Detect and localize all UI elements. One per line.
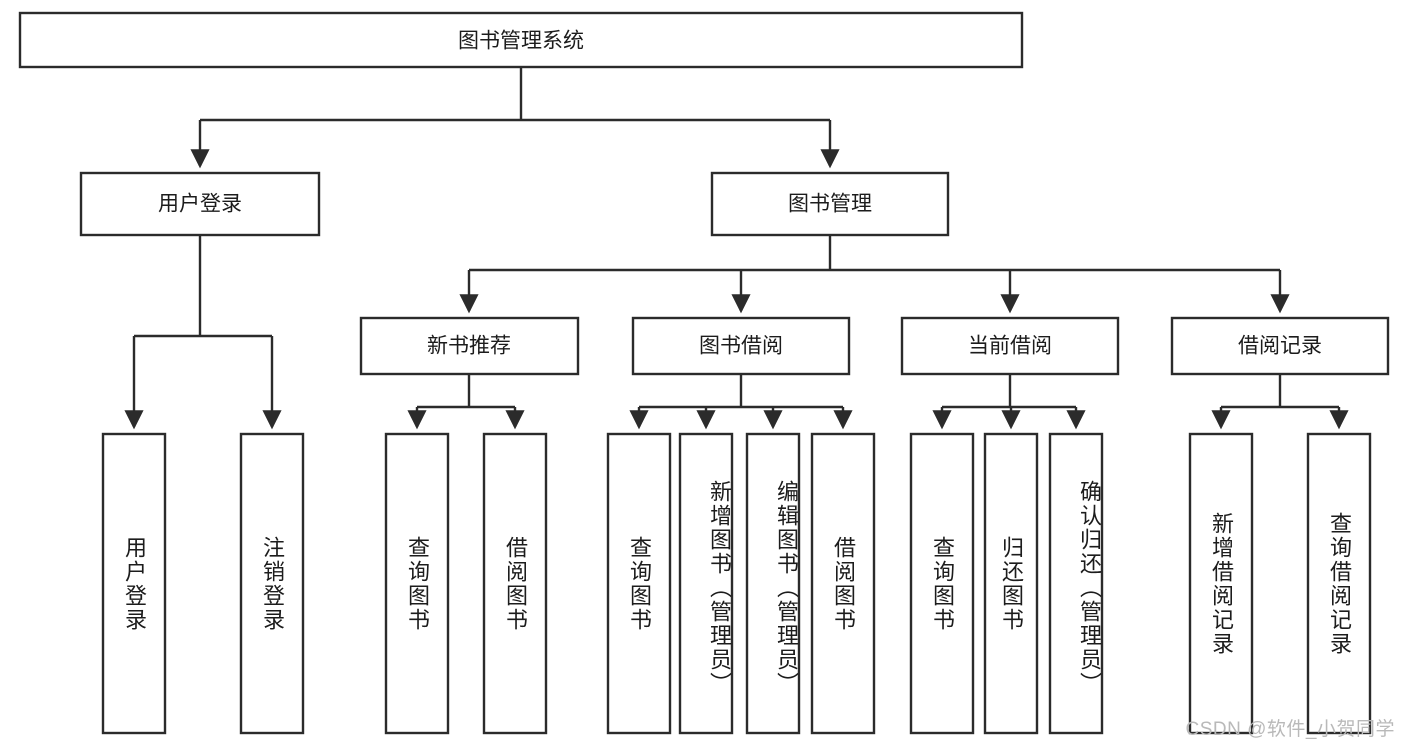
leaf-box-query-book-1[interactable] <box>384 432 450 735</box>
leaf-box-query-book-3[interactable] <box>909 432 975 735</box>
leaf-box-add-book[interactable] <box>678 432 734 735</box>
node-new-book-recommend-label: 新书推荐 <box>427 335 511 358</box>
leaf-box-user-login[interactable] <box>101 432 167 735</box>
leaf-box-confirm-return[interactable] <box>1048 432 1104 735</box>
node-user-login[interactable]: 用户登录 <box>79 171 321 237</box>
node-book-borrow-label: 图书借阅 <box>699 335 783 358</box>
leaf-box-query-book-2[interactable] <box>606 432 672 735</box>
leaf-box-add-record[interactable] <box>1188 432 1254 735</box>
node-current-borrow-box[interactable] <box>900 316 1120 376</box>
leaf-box-return-book[interactable] <box>983 432 1039 735</box>
node-borrow-record-box[interactable] <box>1170 316 1390 376</box>
watermark-text: CSDN @软件_小贺同学 <box>1185 719 1395 740</box>
node-root-box[interactable] <box>18 11 1024 69</box>
node-user-login-label: 用户登录 <box>158 193 242 216</box>
node-book-manage[interactable]: 图书管理 <box>710 171 950 237</box>
node-current-borrow[interactable]: 当前借阅 <box>900 316 1120 376</box>
connector-layer <box>124 67 1349 430</box>
node-new-book-recommend[interactable]: 新书推荐 <box>359 316 580 376</box>
node-new-book-recommend-box[interactable] <box>359 316 580 376</box>
node-book-manage-label: 图书管理 <box>788 193 872 216</box>
node-root[interactable]: 图书管理系统 <box>18 11 1024 69</box>
node-borrow-record-label: 借阅记录 <box>1238 335 1322 358</box>
node-root-label: 图书管理系统 <box>458 30 584 53</box>
leaf-box-borrow-book-1[interactable] <box>482 432 548 735</box>
node-current-borrow-label: 当前借阅 <box>968 335 1052 358</box>
leaf-box-user-logout[interactable] <box>239 432 305 735</box>
leaf-box-edit-book[interactable] <box>745 432 801 735</box>
leaf-box-layer <box>101 432 1372 735</box>
leaf-box-borrow-book-2[interactable] <box>810 432 876 735</box>
node-borrow-record[interactable]: 借阅记录 <box>1170 316 1390 376</box>
node-user-login-box[interactable] <box>79 171 321 237</box>
node-book-borrow[interactable]: 图书借阅 <box>631 316 851 376</box>
node-book-borrow-box[interactable] <box>631 316 851 376</box>
node-book-manage-box[interactable] <box>710 171 950 237</box>
leaf-box-query-record[interactable] <box>1306 432 1372 735</box>
